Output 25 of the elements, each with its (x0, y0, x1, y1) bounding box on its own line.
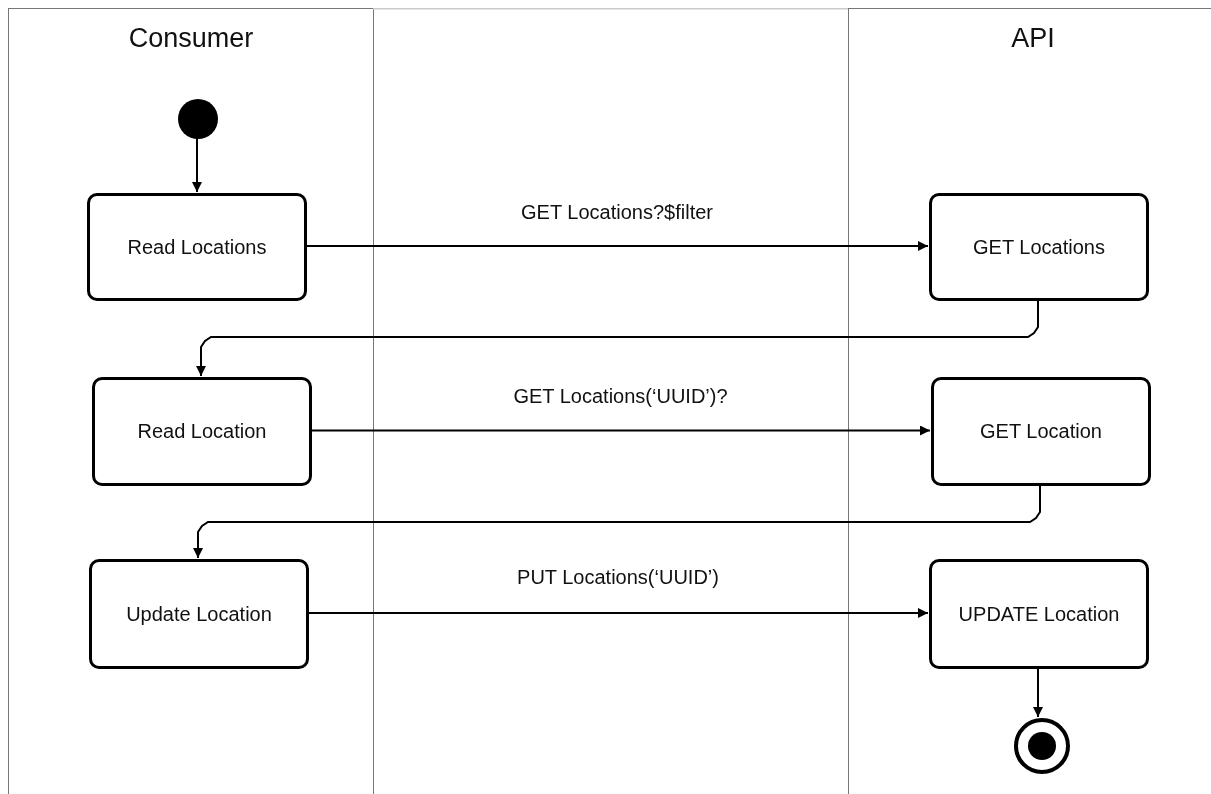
end-node-circle (1014, 718, 1070, 774)
activity-box (92, 377, 312, 486)
swimlane (8, 8, 374, 794)
activity-label: Update Location (126, 602, 272, 626)
activity-label: Read Locations (127, 235, 267, 259)
activity-label: Read Location (137, 420, 267, 443)
activity-box (929, 193, 1149, 301)
lane-title: API (1010, 23, 1056, 54)
start-node-circle (178, 99, 218, 139)
arrow (196, 299, 1039, 377)
activity-label: UPDATE Location (958, 602, 1120, 626)
arrow (192, 137, 202, 193)
arrow (310, 425, 931, 436)
arrow (1033, 667, 1043, 718)
swimlane (848, 8, 1211, 794)
lane-title: Consumer (127, 23, 255, 54)
arrow (193, 484, 1041, 559)
arrow (307, 608, 929, 618)
activity-box (931, 377, 1151, 486)
activity-box (89, 559, 309, 669)
arrow (305, 241, 929, 251)
activity-box (929, 559, 1149, 669)
activity-label: GET Locations (973, 235, 1105, 259)
activity-box (87, 193, 307, 301)
activity-label: GET Location (980, 420, 1102, 443)
